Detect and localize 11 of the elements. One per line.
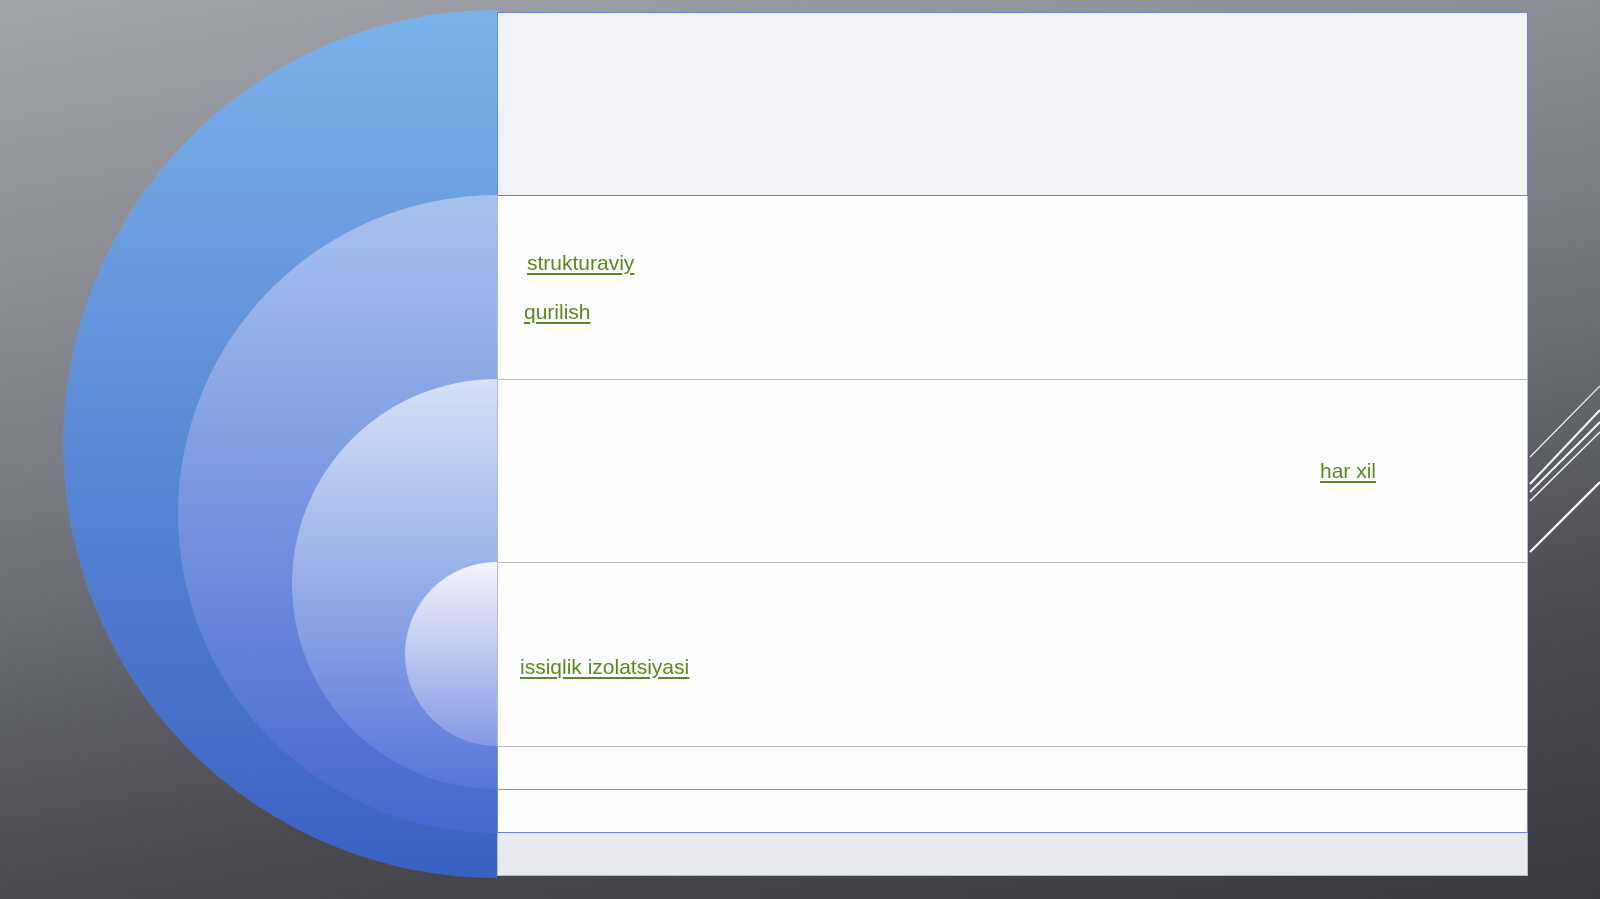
empty-band xyxy=(497,790,1528,833)
list-band xyxy=(497,563,1528,747)
list-band xyxy=(497,380,1528,563)
term-link: qurilish xyxy=(524,300,591,324)
list-band xyxy=(497,196,1528,380)
empty-band xyxy=(497,833,1528,876)
empty-band xyxy=(497,12,1528,196)
term-link: har xil xyxy=(1320,459,1377,483)
term-link: strukturaviy xyxy=(527,251,635,275)
empty-band xyxy=(497,747,1528,790)
term-link: issiqlik izolatsiyasi xyxy=(520,655,690,679)
